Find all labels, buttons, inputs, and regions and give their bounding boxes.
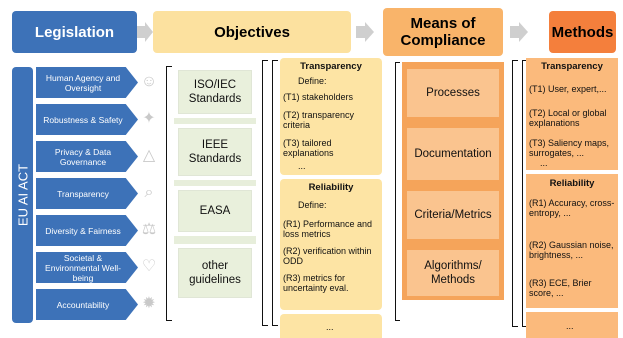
bracket-line [395,62,396,320]
card-title: Transparency [541,61,603,72]
reliability-objective-card: Reliability Define: (R1) Performance and… [280,179,382,310]
card-item: (R3) ECE, Brier score, ... [529,278,592,298]
card-item: (R3) metrics for uncertainty eval. [283,273,349,293]
means-documentation: Documentation [405,126,501,182]
shield-icon: ✦ [142,110,156,127]
standard-ieee: IEEE Standards [174,124,256,180]
requirement-arrow: Transparency [36,178,138,209]
seal-icon: ✹ [142,295,156,312]
reliability-methods-card: Reliability (R1) Accuracy, cross-entropy… [526,174,618,308]
person-icon: ☺ [140,73,158,90]
card-item: (T1) User, expert,... [529,84,607,94]
scales-icon: ⚖ [141,221,157,238]
standard-other: other guidelines [174,244,256,302]
bracket-line [262,60,263,325]
standard-easa: EASA [174,186,256,236]
magnifier-icon: ⌕ [144,184,154,201]
card-define: Define: [298,200,327,210]
card-title: Reliability [308,182,354,193]
requirement-arrow: Societal & Environmental Well-being [36,252,138,283]
card-title: Reliability [549,178,595,189]
card-item: (T3) tailored explanations [283,138,334,158]
means-algorithms: Algorithms/ Methods [405,248,501,298]
requirement-arrow: Diversity & Fairness [36,215,138,246]
card-item: (R2) Gaussian noise, brightness, ... [529,240,614,260]
methods-header: Methods [549,11,616,53]
arrow-icon [510,22,528,42]
card-item: (T1) stakeholders [283,92,354,102]
means-processes: Processes [405,67,501,119]
means-criteria: Criteria/Metrics [405,189,501,241]
transparency-methods-card: Transparency (T1) User, expert,... (T2) … [526,58,618,170]
card-item: (T3) Saliency maps, surrogates, ... [529,138,610,158]
heart-icon: ♡ [141,258,157,275]
arrow-icon [356,22,374,42]
bracket-line [166,66,167,320]
bracket-line [272,60,273,325]
means-header: Means of Compliance [383,8,503,56]
objectives-more-card: ... [280,314,382,338]
card-item: ... [540,158,548,168]
card-item: (R1) Accuracy, cross-entropy, ... [529,198,615,218]
bracket-line [512,60,513,326]
card-item: (R2) verification within ODD [283,246,372,266]
requirement-arrow: Human Agency and Oversight [36,67,138,98]
card-item: (T2) Local or global explanations [529,108,607,128]
requirement-arrow: Robustness & Safety [36,104,138,135]
card-title: Transparency [300,61,362,72]
card-item: (R1) Performance and loss metrics [283,219,373,239]
requirement-arrow: Privacy & Data Governance [36,141,138,172]
arrow-icon [137,22,153,42]
card-item: (T2) transparency criteria [283,110,355,130]
card-item: ... [298,161,306,171]
methods-more-card: ... [526,312,618,338]
standard-iso: ISO/IEC Standards [174,66,256,118]
legislation-header: Legislation [12,11,137,53]
transparency-objective-card: Transparency Define: (T1) stakeholders (… [280,58,382,175]
eu-ai-act-label: EU AI ACT [12,67,33,323]
objectives-header: Objectives [153,11,351,53]
card-define: Define: [298,76,327,86]
lock-icon: △ [142,147,156,164]
requirement-arrow: Accountability [36,289,138,320]
bracket-line [522,60,523,326]
